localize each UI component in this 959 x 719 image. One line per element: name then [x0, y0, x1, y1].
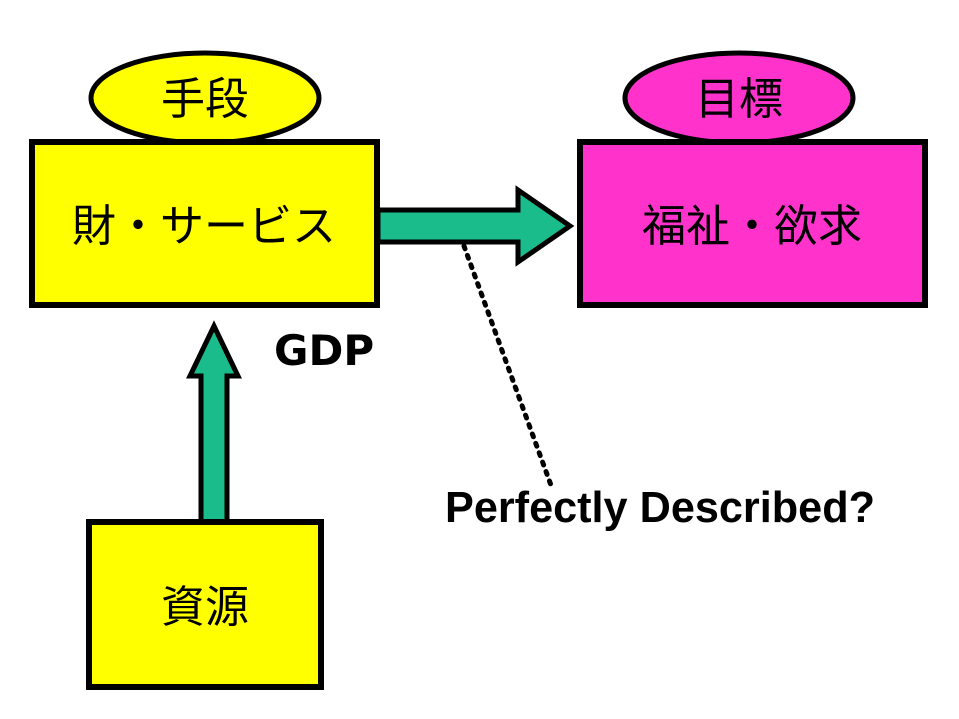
arrow-resources-to-goods [186, 320, 242, 527]
goal-node: 目標 [622, 50, 856, 146]
resources-box [86, 519, 324, 690]
question-label: Perfectly Described? [445, 483, 875, 532]
goods-services-node: 財・サービス [29, 139, 380, 308]
arrow-goods-to-welfare [375, 185, 575, 267]
gdp-label: GDP [274, 326, 374, 375]
welfare-desire-node: 福祉・欲求 [577, 139, 928, 308]
goods-services-box [29, 139, 380, 308]
dotted-leader-line [461, 243, 555, 491]
welfare-desire-box [577, 139, 928, 308]
means-node: 手段 [88, 50, 322, 146]
resources-label: 資源 [161, 582, 249, 633]
goal-label: 目標 [695, 74, 783, 125]
welfare-desire-label: 福祉・欲求 [642, 201, 862, 252]
means-label: 手段 [161, 74, 249, 125]
resources-node: 資源 [86, 519, 324, 690]
goods-services-label: 財・サービス [72, 201, 336, 252]
